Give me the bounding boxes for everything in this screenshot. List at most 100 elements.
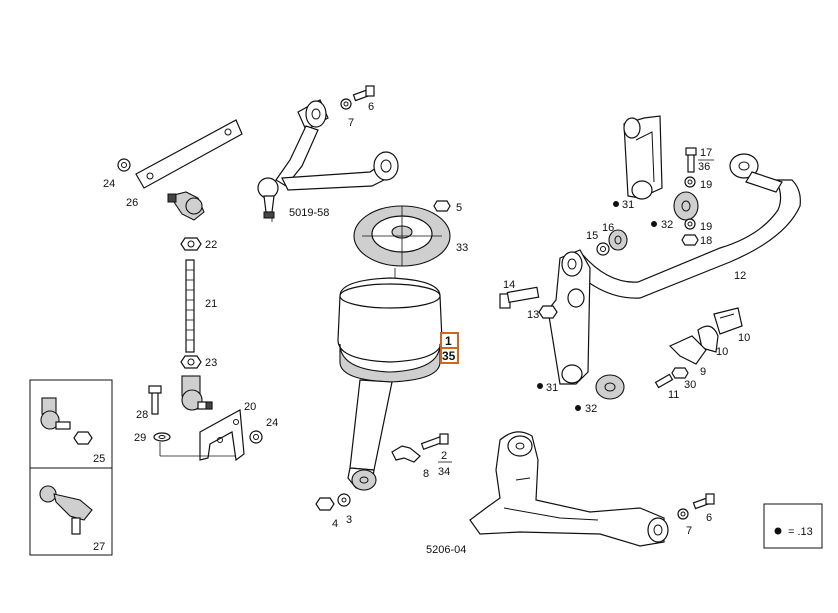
- callout-part-35[interactable]: 35: [440, 347, 459, 364]
- shock-absorber-body: [347, 379, 393, 491]
- label-33: 33: [456, 242, 468, 254]
- clamp-10-upper: [713, 307, 743, 335]
- lower-right-link: [547, 249, 591, 385]
- nut-18: [681, 234, 699, 246]
- dot-32-upper: [651, 221, 657, 227]
- bracket-8: [391, 445, 421, 463]
- label-17: 17: [700, 147, 712, 159]
- label-21: 21: [205, 298, 217, 310]
- washer-29: [153, 432, 171, 442]
- inset-part-25: [40, 397, 93, 445]
- label-1: 1: [445, 334, 452, 348]
- label-26: 26: [126, 197, 138, 209]
- label-35: 35: [442, 349, 456, 363]
- clamp-10-lower: [697, 325, 719, 353]
- top-mount-33: [353, 205, 451, 267]
- label-20: 20: [244, 401, 256, 413]
- ball-joint-20: [181, 375, 213, 411]
- bracket-20: [199, 409, 245, 462]
- legend-dot: [774, 527, 782, 535]
- nut-4: [315, 497, 335, 511]
- washer-19-lower: [684, 218, 696, 230]
- label-19-lower: 19: [700, 221, 712, 233]
- callout-part-1[interactable]: 1: [440, 332, 459, 349]
- label-22: 22: [205, 239, 217, 251]
- label-15: 15: [586, 230, 598, 242]
- label-24-lower: 24: [266, 417, 278, 429]
- stabilizer-bar-12: [565, 153, 801, 299]
- lower-control-arm: [469, 431, 669, 547]
- inset-box: [29, 379, 113, 556]
- nut-22: [180, 237, 202, 251]
- washer-3: [337, 493, 351, 507]
- nut-13: [538, 305, 558, 319]
- label-6-upper: 6: [368, 101, 374, 113]
- label-12: 12: [734, 270, 746, 282]
- air-spring-1: [337, 268, 443, 383]
- washer-19-upper: [684, 176, 696, 188]
- label-36: 36: [698, 161, 710, 173]
- ball-joint-26: [167, 191, 205, 221]
- label-27: 27: [93, 541, 105, 553]
- label-30: 30: [684, 379, 696, 391]
- label-5: 5: [456, 202, 462, 214]
- washer-24-lower: [249, 430, 263, 444]
- upper-right-link: [623, 115, 663, 200]
- reference-upper-arm: 5019-58: [289, 207, 329, 219]
- label-34: 34: [438, 466, 450, 478]
- label-32-upper: 32: [661, 219, 673, 231]
- label-29: 29: [134, 432, 146, 444]
- bushing-16: [608, 229, 628, 251]
- label-23: 23: [205, 357, 217, 369]
- label-9: 9: [700, 366, 706, 378]
- label-16: 16: [602, 222, 614, 234]
- washer-7-lower: [677, 508, 689, 520]
- bolt-28: [148, 385, 162, 415]
- label-8: 8: [423, 468, 429, 480]
- label-24-upper: 24: [103, 178, 115, 190]
- inset-part-27: [39, 485, 93, 535]
- label-11: 11: [668, 389, 679, 401]
- legend-text: = .13: [788, 526, 813, 538]
- link-plate-24: [117, 119, 243, 189]
- threaded-rod-21: [185, 259, 195, 353]
- dot-31-lower: [537, 383, 543, 389]
- label-28: 28: [136, 409, 148, 421]
- label-10-upper: 10: [738, 332, 750, 344]
- label-14: 14: [503, 279, 515, 291]
- bushing-32-upper: [673, 191, 699, 221]
- bolt-2: [420, 433, 449, 451]
- washer-7-upper: [340, 98, 352, 110]
- label-7-lower: 7: [686, 525, 692, 537]
- nut-30: [671, 367, 689, 379]
- bolt-6-lower: [692, 493, 715, 510]
- bracket-9: [668, 335, 707, 365]
- label-7-upper: 7: [348, 117, 354, 129]
- bolt-14: [499, 286, 540, 309]
- label-31-upper: 31: [622, 199, 634, 211]
- label-25: 25: [93, 453, 105, 465]
- bolt-17: [685, 147, 697, 173]
- nut-23: [180, 355, 202, 369]
- bolt-6-upper: [352, 85, 375, 102]
- bushing-32-lower: [595, 374, 625, 400]
- label-18: 18: [700, 235, 712, 247]
- nut-5: [433, 200, 451, 212]
- reference-lower-arm: 5206-04: [426, 544, 466, 556]
- dot-32-lower: [575, 405, 581, 411]
- label-10-lower: 10: [716, 346, 728, 358]
- label-32-lower: 32: [585, 403, 597, 415]
- label-6-lower: 6: [706, 512, 712, 524]
- label-13: 13: [527, 309, 539, 321]
- upper-control-arm: [257, 99, 399, 222]
- legend-box: = .13: [763, 503, 823, 549]
- label-4: 4: [332, 518, 338, 530]
- bolt-11: [654, 373, 674, 389]
- label-31-lower: 31: [546, 382, 558, 394]
- label-3: 3: [346, 514, 352, 526]
- label-2: 2: [441, 450, 447, 462]
- dot-31-upper: [613, 201, 619, 207]
- label-19-upper: 19: [700, 179, 712, 191]
- washer-15: [596, 242, 610, 256]
